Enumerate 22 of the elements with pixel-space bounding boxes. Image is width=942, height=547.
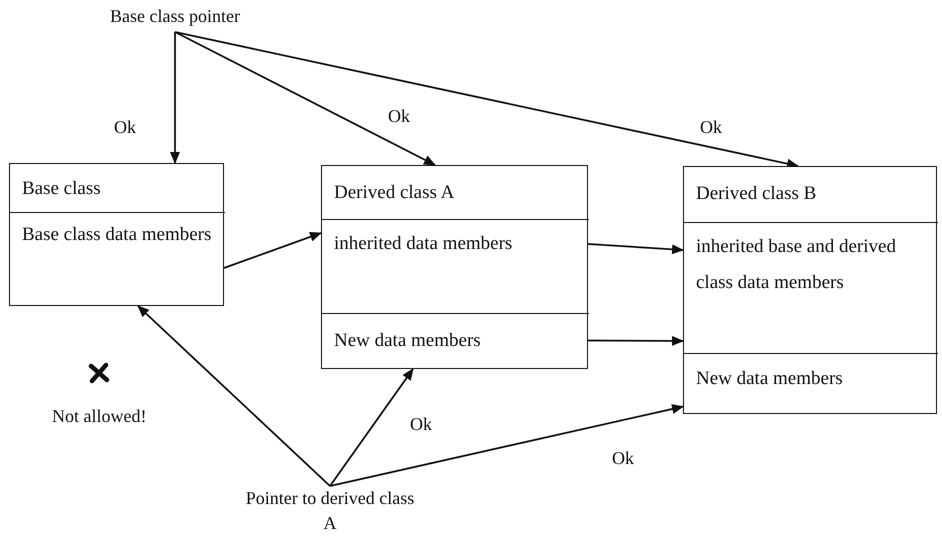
arrow [330, 404, 684, 487]
arrow [170, 32, 180, 164]
class-box [321, 165, 588, 369]
compartment-text: New data members [333, 329, 482, 353]
node-label: Base class pointer [110, 5, 240, 28]
node-label: Pointer to derived class A [245, 487, 415, 536]
compartment-text: Base class data members [21, 223, 212, 247]
compartment-text: New data members [695, 367, 844, 391]
compartment-text: Base class [21, 177, 102, 201]
compartment-text: inherited base and derived class data members [695, 235, 897, 296]
arrow [137, 305, 331, 487]
compartment-text: Derived class B [695, 182, 818, 206]
class-box [9, 163, 224, 306]
arrow [329, 368, 414, 487]
class-box [683, 166, 937, 414]
arrow [588, 243, 684, 254]
compartment-text: Derived class A [333, 181, 456, 205]
arrow [224, 232, 322, 269]
compartment-text: inherited data members [333, 232, 514, 256]
arrow [588, 336, 684, 346]
arrow [174, 31, 799, 169]
arrow [174, 31, 436, 166]
